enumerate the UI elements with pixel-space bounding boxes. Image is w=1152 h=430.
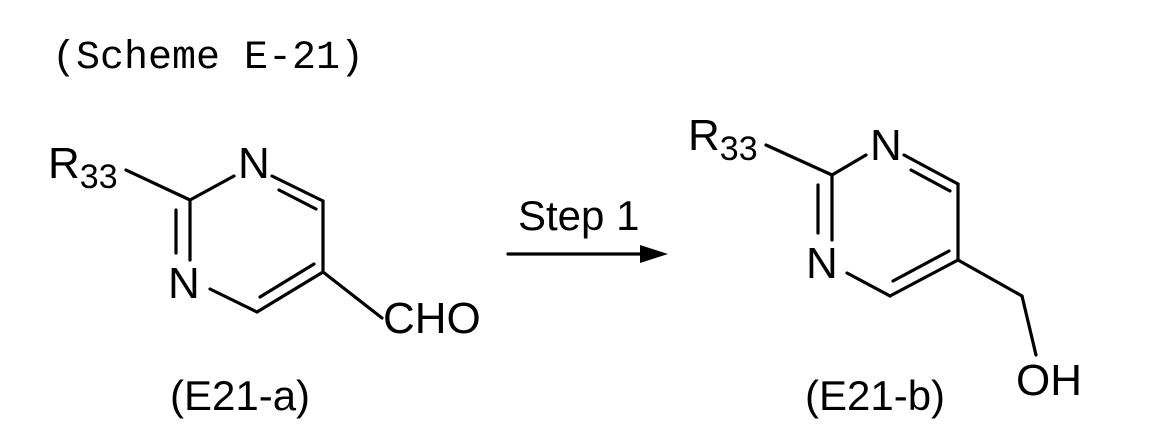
reaction-arrow [508,245,668,263]
reactant-bond-n1-c6-inner [279,190,316,209]
product-n1: N [870,121,902,170]
product-bond-c5-c4-inner [893,251,949,281]
reactant-bond-c5-cho [323,272,382,318]
product-bond-c2-n1 [832,155,866,175]
reactant-bond-c2-n1 [190,176,234,200]
product-bond-r-c2 [766,145,832,175]
reactant-bond-r-c2 [126,170,190,200]
reactant-cho-group: CHO [383,294,481,343]
product-bond-c5-ch2 [958,260,1022,296]
product-structure: R33 N N OH [688,111,1082,405]
reactant-n1: N [238,139,270,188]
reactant-substituent-r: R33 [48,139,118,196]
scheme-title: (Scheme E-21) [52,36,364,81]
arrow-head [640,245,668,263]
reactant-bond-n1-c6 [272,176,323,201]
step-label: Step 1 [518,192,639,239]
reactant-n3: N [168,259,200,308]
reactant-structure: R33 N N CHO [48,139,481,343]
product-bond-n1-c6-inner [911,170,950,191]
product-bond-c4-n3 [847,273,890,296]
reactant-label: (E21-a) [170,372,310,419]
product-label: (E21-b) [805,372,945,419]
product-oh-group: OH [1016,356,1082,405]
product-bond-ch2-oh [1022,296,1036,355]
reactant-bond-c4-n3 [210,289,257,312]
product-substituent-r: R33 [688,111,758,168]
product-n3: N [806,239,838,288]
